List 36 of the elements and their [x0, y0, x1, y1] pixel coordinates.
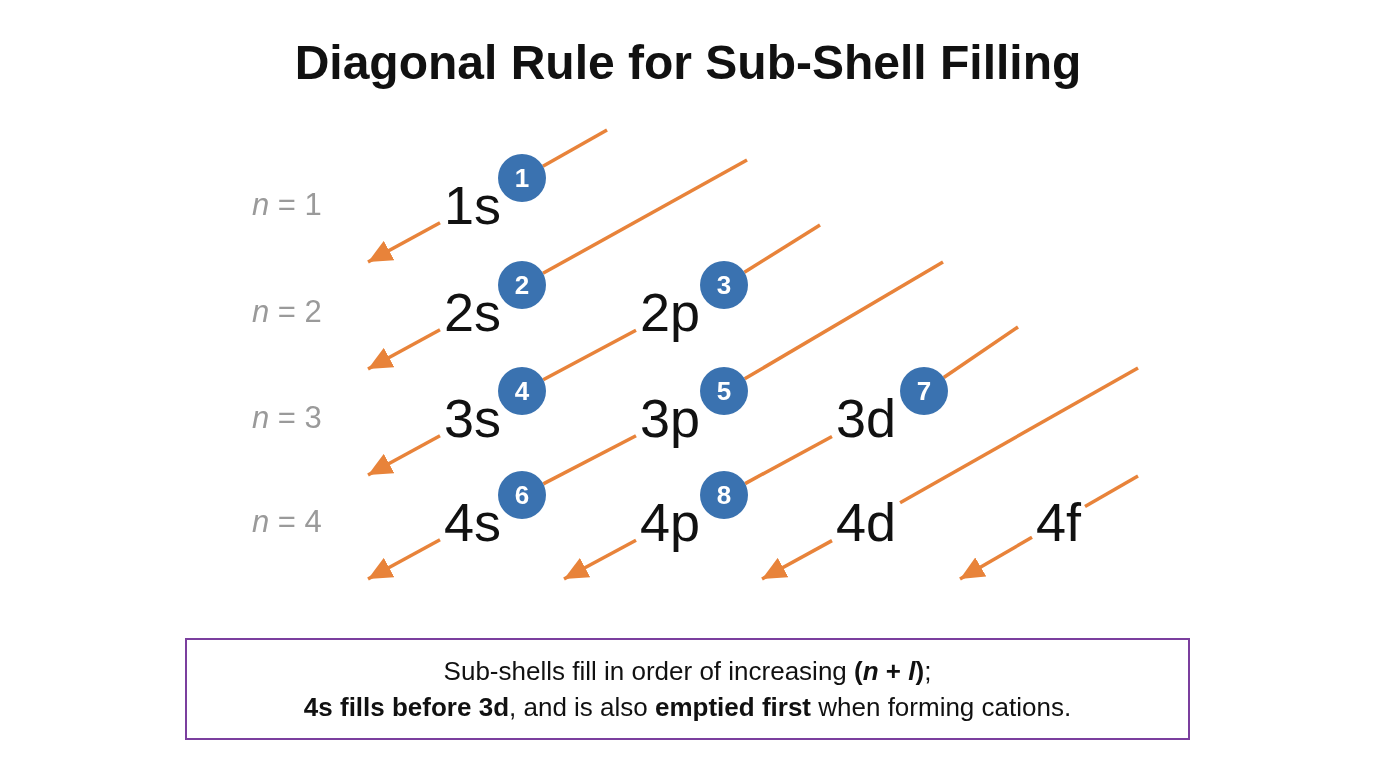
fill-order-badge: 4	[498, 367, 546, 415]
note-text: Sub-shells fill in order of increasing (n + l);	[443, 654, 932, 688]
fill-order-badge: 5	[700, 367, 748, 415]
subshell-label: 3d	[832, 388, 901, 448]
row-label: n = 3	[252, 400, 322, 436]
subshell-label: 4f	[1032, 492, 1086, 552]
connector-line	[542, 434, 637, 486]
connector-line	[744, 434, 833, 486]
arrow	[761, 539, 833, 581]
subshell-label: 4d	[832, 492, 901, 552]
fill-order-badge: 6	[498, 471, 546, 519]
fill-order-badge: 8	[700, 471, 748, 519]
connector-line	[542, 128, 608, 168]
fill-order-badge: 3	[700, 261, 748, 309]
arrow	[367, 328, 441, 371]
connector-line	[942, 325, 1019, 379]
arrow	[367, 434, 441, 477]
row-label: n = 1	[252, 187, 322, 223]
note-text: 4s fills before 3d, and is also emptied first when forming cations.	[303, 691, 1072, 724]
connector-line	[542, 158, 748, 275]
arrow	[367, 538, 441, 581]
arrow	[563, 538, 637, 581]
connector-line	[1084, 474, 1139, 509]
fill-order-badge: 7	[900, 367, 948, 415]
note-box	[185, 638, 1190, 740]
connector-line	[743, 223, 821, 274]
arrow	[959, 535, 1033, 581]
row-label: n = 4	[252, 504, 322, 540]
fill-order-badge: 2	[498, 261, 546, 309]
row-label: n = 2	[252, 294, 322, 330]
connector-line	[542, 328, 637, 382]
arrow	[367, 221, 441, 264]
fill-order-badge: 1	[498, 154, 546, 202]
connector-line	[899, 366, 1139, 505]
connector-line	[743, 260, 944, 381]
title: Diagonal Rule for Sub-Shell Filling	[294, 35, 1082, 91]
